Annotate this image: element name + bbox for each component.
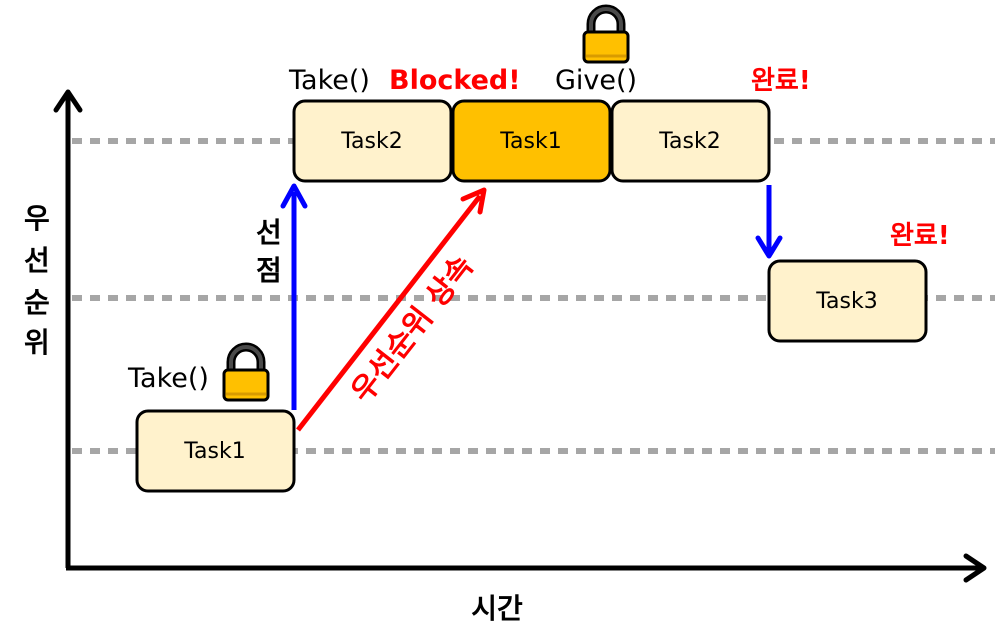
y-axis-label-char-3: 순: [24, 286, 50, 319]
lock-icon: [222, 342, 270, 402]
task-label: Task3: [815, 289, 877, 314]
priority-inheritance-label: 우선순위 상속: [345, 249, 481, 409]
task-label: Task2: [340, 129, 402, 154]
inherit-arrow: [296, 187, 487, 432]
task3-arrow: [755, 185, 783, 259]
x-axis-arrowhead: [963, 553, 987, 583]
task-label: Task1: [499, 129, 561, 154]
done-label-task3: 완료!: [890, 221, 950, 251]
task-label: Task2: [658, 129, 720, 154]
y-axis-label-char-1: 우: [24, 202, 50, 235]
y-axis-label-char-4: 위: [24, 326, 50, 359]
give-label: Give(): [555, 65, 637, 96]
axes: [53, 89, 987, 583]
x-axis-label: 시간: [471, 592, 523, 625]
take-label-high: Take(): [288, 65, 370, 96]
y-axis-arrowhead: [53, 89, 83, 113]
y-axis-label-char-2: 선: [24, 244, 50, 277]
task-box-task2-second: Task2: [610, 99, 771, 183]
task-box-task3: Task3: [767, 259, 928, 343]
lock-icon: [582, 4, 630, 64]
task-box-task2-first: Task2: [292, 99, 453, 183]
done-label-task2: 완료!: [751, 66, 811, 96]
task-box-task1-low: Task1: [135, 409, 296, 493]
take-label-low: Take(): [127, 363, 209, 394]
blocked-label: Blocked!: [389, 65, 521, 96]
preempt-label-char-2: 점: [256, 254, 282, 287]
preempt-arrow: [280, 183, 308, 410]
task-label: Task1: [183, 439, 245, 464]
task-box-task1-high: Task1: [451, 99, 612, 183]
preempt-label-char-1: 선: [256, 216, 282, 249]
